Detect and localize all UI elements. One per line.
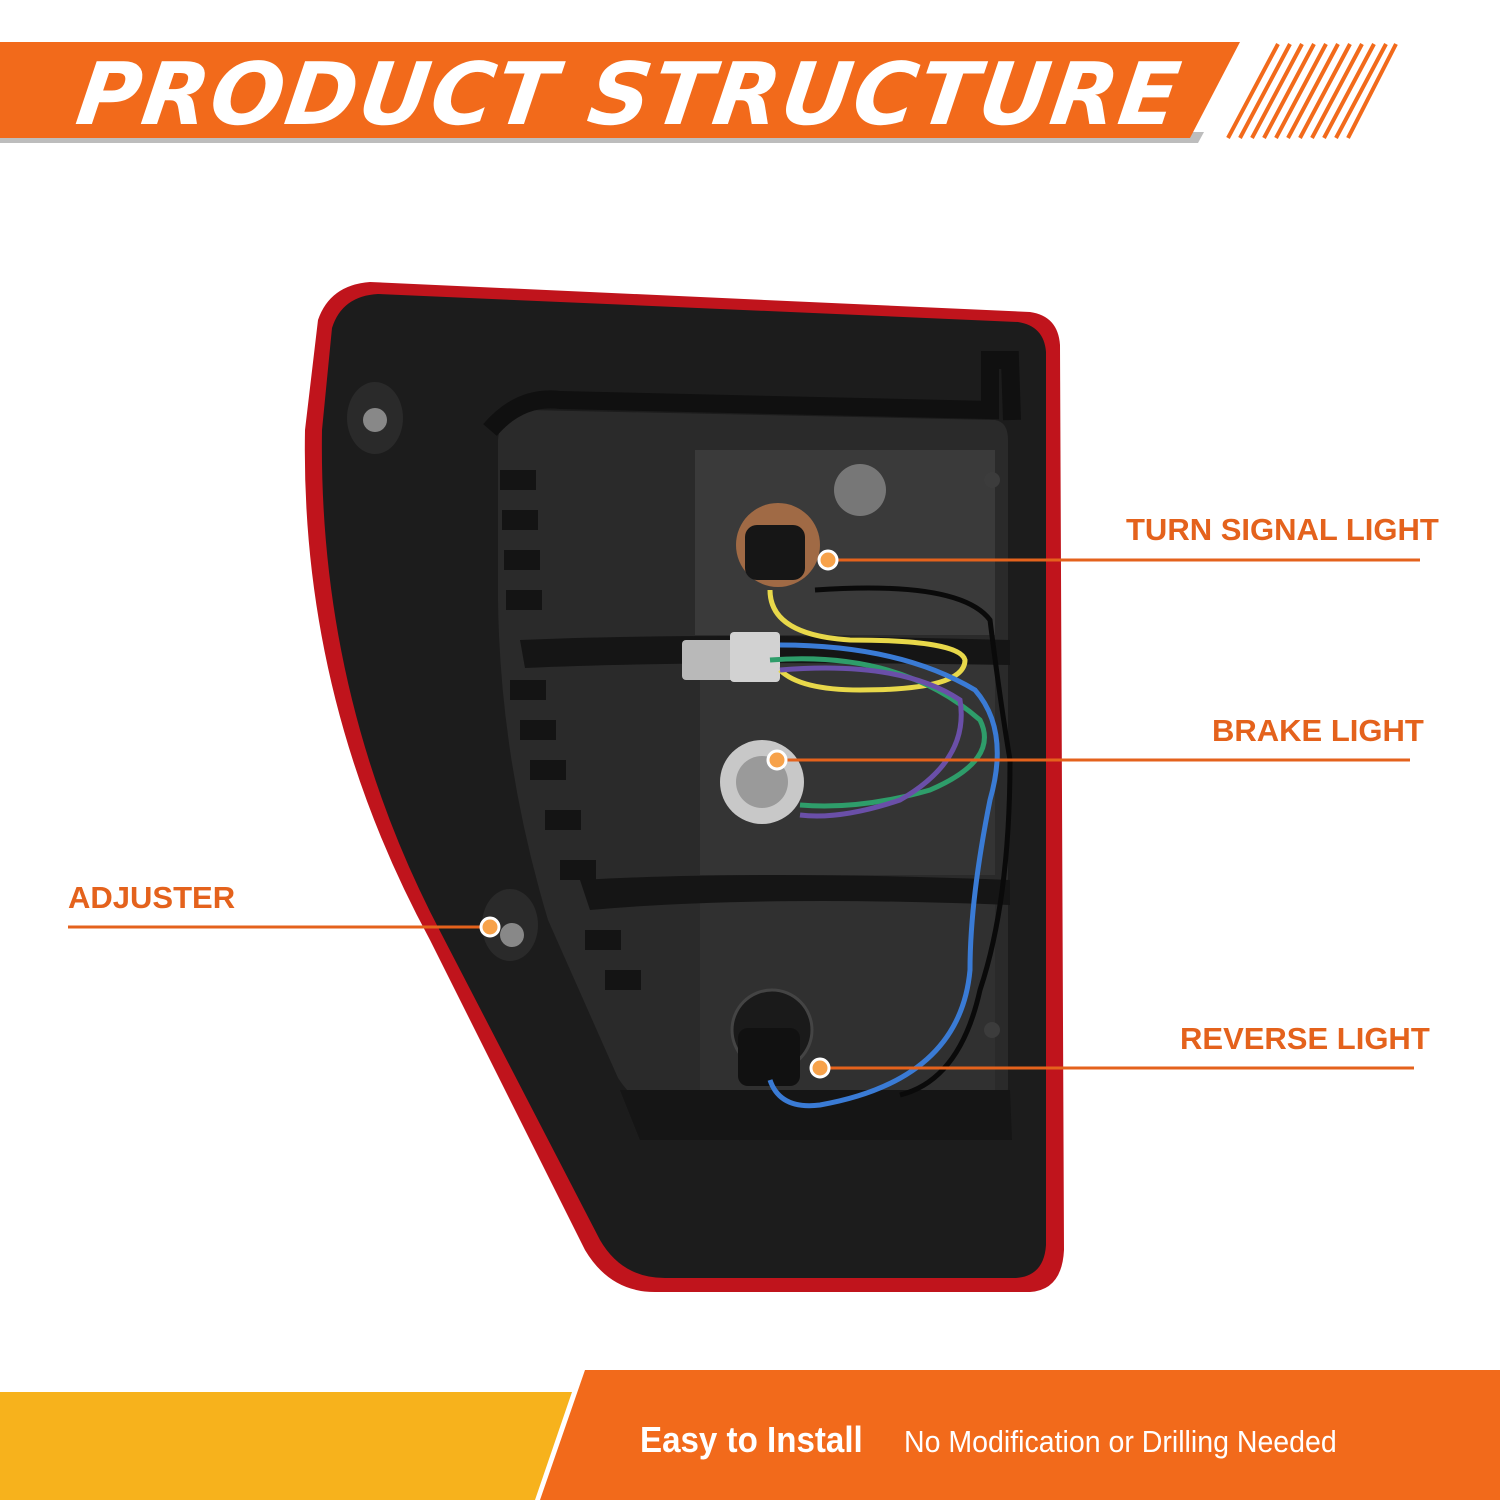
turn-signal-socket	[736, 464, 886, 587]
page-title: PRODUCT STRUCTURE	[70, 45, 1188, 145]
wire-connector	[682, 632, 780, 682]
footer-banner	[0, 1370, 1500, 1500]
brake-socket	[720, 740, 804, 824]
adjuster-screw-bottom	[482, 889, 538, 961]
callout-turn-signal-light: TURN SIGNAL LIGHT	[1126, 512, 1439, 547]
adjuster-screw-top	[347, 382, 403, 454]
footer-subline: No Modification or Drilling Needed	[904, 1424, 1337, 1459]
callout-reverse-light: REVERSE LIGHT	[1180, 1021, 1430, 1056]
callout-adjuster: ADJUSTER	[68, 880, 236, 915]
tail-light-image	[304, 282, 1064, 1292]
header-stripes-decoration	[1226, 43, 1398, 139]
footer-headline: Easy to Install	[640, 1419, 863, 1460]
header-banner	[0, 42, 1398, 143]
callout-connectors	[68, 549, 1420, 1079]
callout-brake-light: BRAKE LIGHT	[1212, 713, 1424, 748]
wiring	[767, 585, 1013, 1109]
reverse-socket	[730, 988, 814, 1086]
